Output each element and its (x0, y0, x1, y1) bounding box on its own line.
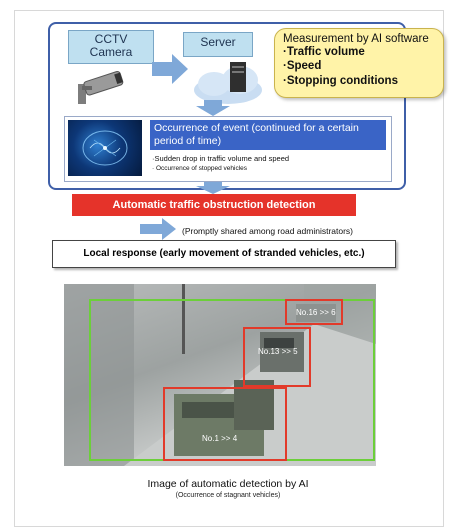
detection-label: No.16 >> 6 (296, 308, 336, 317)
event-title: Occurrence of event (continued for a cer… (150, 120, 386, 150)
cloud-server-icon (194, 62, 262, 104)
cctv-camera-icon (78, 71, 124, 104)
measurement-item: ·Traffic volume (283, 46, 365, 58)
ai-brain-image (68, 120, 142, 176)
server-tab: Server (183, 32, 253, 57)
event-condition: · Occurrence of stopped vehicles (152, 165, 248, 172)
shared-note: (Promptly shared among road administrato… (182, 226, 354, 236)
vehicle-detection-box-13 (243, 327, 311, 387)
measurement-callout: Measurement by AI software ·Traffic volu… (274, 28, 444, 98)
arrow-detection-to-response (140, 218, 176, 240)
measurement-title: Measurement by AI software (283, 33, 429, 45)
cctv-label-line2: Camera (89, 44, 133, 59)
vehicle-detection-box-1 (163, 387, 287, 461)
arrow-server-to-event (196, 100, 230, 116)
photo-subcaption: (Occurrence of stagnant vehicles) (175, 492, 281, 499)
arrow-event-to-detection (196, 182, 230, 194)
measurement-item: ·Stopping conditions (283, 74, 398, 87)
measurement-item: ·Speed (283, 60, 322, 73)
vehicle-detection-box-16 (285, 299, 343, 325)
detection-bar: Automatic traffic obstruction detection (72, 194, 356, 216)
arrow-camera-to-server (152, 54, 188, 84)
photo-caption: Image of automatic detection by AI (147, 478, 309, 490)
cctv-camera-tab: CCTV Camera (68, 30, 154, 64)
cctv-label-line1: CCTV (94, 32, 128, 46)
detection-photo: No.16 >> 6 No.13 >> 5 No.1 >> 4 (64, 284, 376, 466)
detection-label: No.1 >> 4 (202, 434, 238, 443)
event-condition: ·Sudden drop in traffic volume and speed (152, 154, 290, 163)
local-response-box: Local response (early movement of strand… (52, 240, 396, 268)
detection-label: No.13 >> 5 (258, 347, 298, 356)
